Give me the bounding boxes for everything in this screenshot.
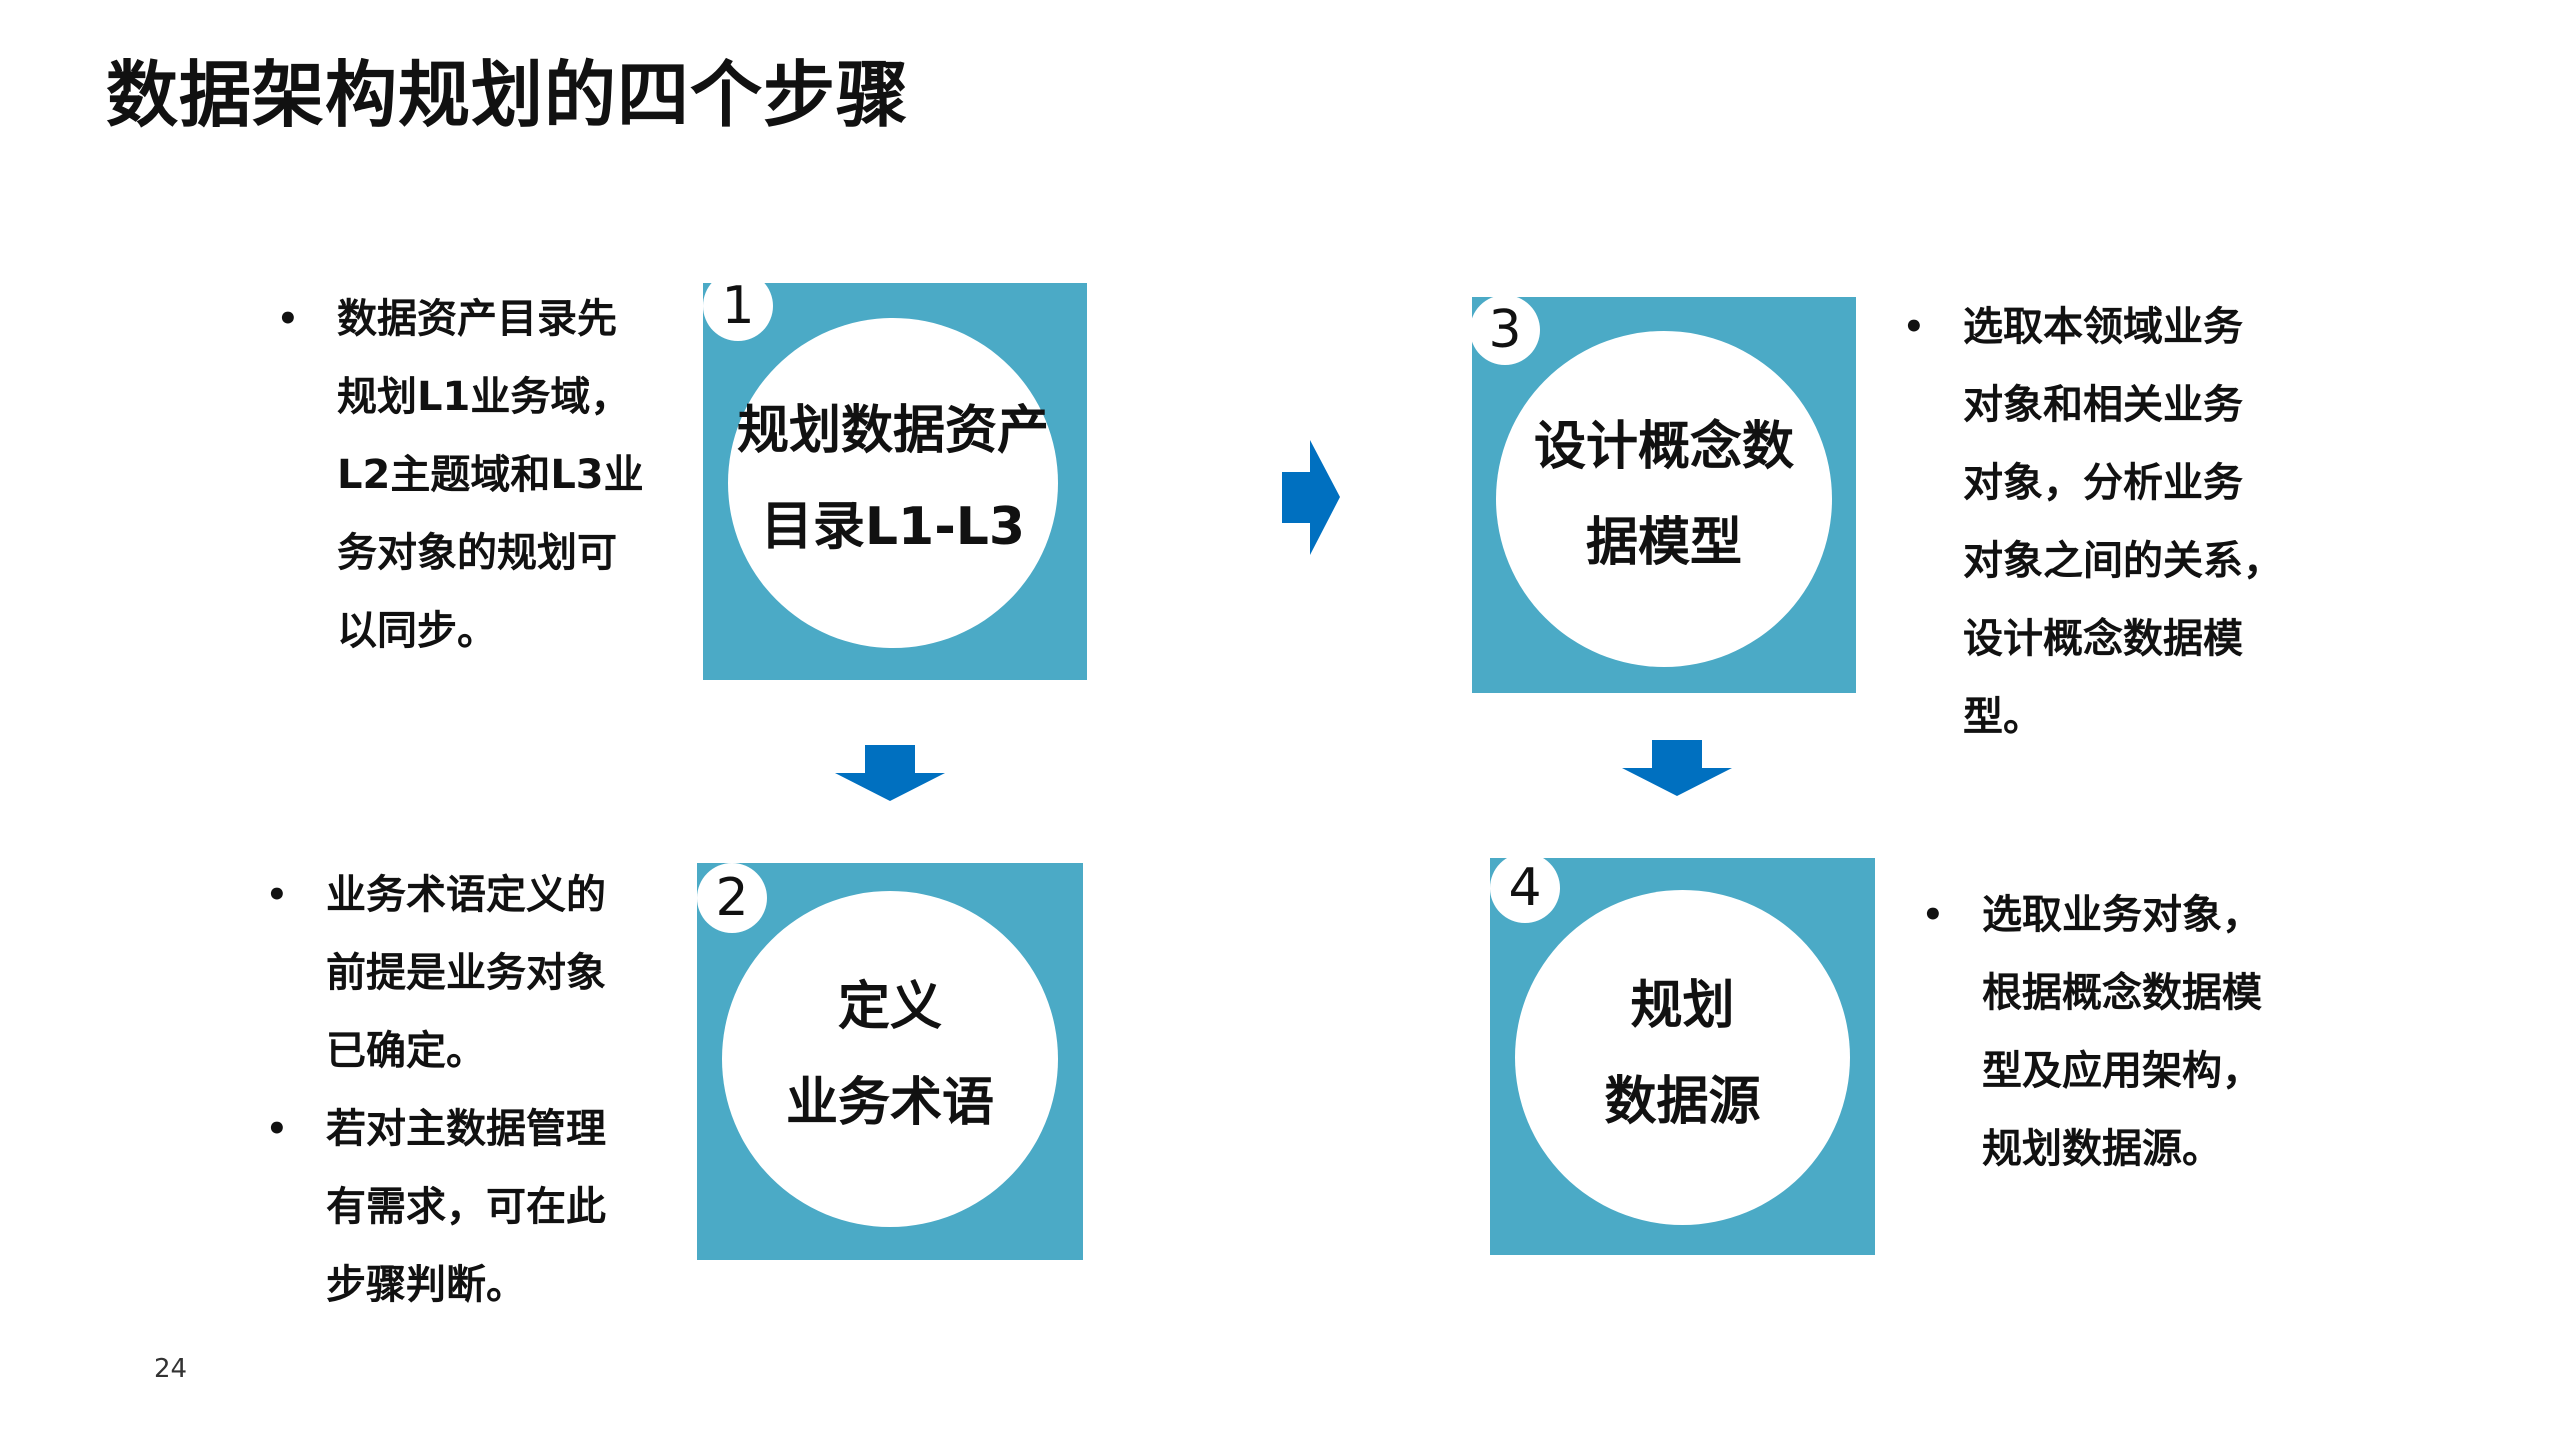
bullet-icon: • xyxy=(266,875,288,915)
arrow-right-icon xyxy=(1282,440,1340,555)
step3-notes: • 选取本领域业务 对象和相关业务 对象，分析业务 对象之间的关系， 设计概念数… xyxy=(1903,288,2283,756)
step-circle: 规划数据资产 目录L1-L3 xyxy=(728,318,1058,648)
bullet-icon: • xyxy=(266,1109,288,1149)
step-card-4: 规划 数据源 4 xyxy=(1490,853,1875,1255)
step-number-badge: 2 xyxy=(697,863,767,933)
step-circle: 设计概念数 据模型 xyxy=(1496,331,1832,667)
step-card-3: 设计概念数 据模型 3 xyxy=(1470,295,1856,693)
step-label: 规划数据资产 目录L1-L3 xyxy=(736,401,1049,557)
step-label: 设计概念数 据模型 xyxy=(1533,417,1794,573)
step-card-2: 定义 业务术语 2 xyxy=(697,863,1083,1260)
step4-notes: • 选取业务对象， 根据概念数据模 型及应用架构， 规划数据源。 xyxy=(1922,876,2262,1188)
step2-notes: • 业务术语定义的 前提是业务对象 已确定。 • 若对主数据管理 有需求，可在此… xyxy=(266,856,606,1324)
step1-notes: • 数据资产目录先 规划L1业务域， L2主题域和L3业 务对象的规划可 以同步… xyxy=(277,280,644,670)
bullet-icon: • xyxy=(1903,307,1925,347)
list-item: • 数据资产目录先 规划L1业务域， L2主题域和L3业 务对象的规划可 以同步… xyxy=(277,280,644,670)
step-circle: 定义 业务术语 xyxy=(722,891,1058,1227)
bullet-icon: • xyxy=(277,299,299,339)
list-item: • 选取业务对象， 根据概念数据模 型及应用架构， 规划数据源。 xyxy=(1922,876,2262,1188)
step-label: 定义 业务术语 xyxy=(785,977,994,1133)
page-number: 24 xyxy=(154,1354,188,1384)
step-label: 规划 数据源 xyxy=(1604,975,1761,1132)
list-item: • 业务术语定义的 前提是业务对象 已确定。 xyxy=(266,856,606,1090)
step-circle: 规划 数据源 xyxy=(1515,890,1850,1225)
step-number-badge: 3 xyxy=(1470,295,1540,365)
list-item: • 若对主数据管理 有需求，可在此 步骤判断。 xyxy=(266,1090,606,1324)
arrow-down-icon xyxy=(835,745,945,801)
list-item: • 选取本领域业务 对象和相关业务 对象，分析业务 对象之间的关系， 设计概念数… xyxy=(1903,288,2283,756)
step-number-badge: 4 xyxy=(1490,853,1560,923)
step-number-badge: 1 xyxy=(703,271,773,341)
bullet-icon: • xyxy=(1922,895,1944,935)
slide-title: 数据架构规划的四个步骤 xyxy=(106,53,910,137)
arrow-down-icon xyxy=(1622,740,1732,796)
step-card-1: 规划数据资产 目录L1-L3 1 xyxy=(703,271,1087,680)
